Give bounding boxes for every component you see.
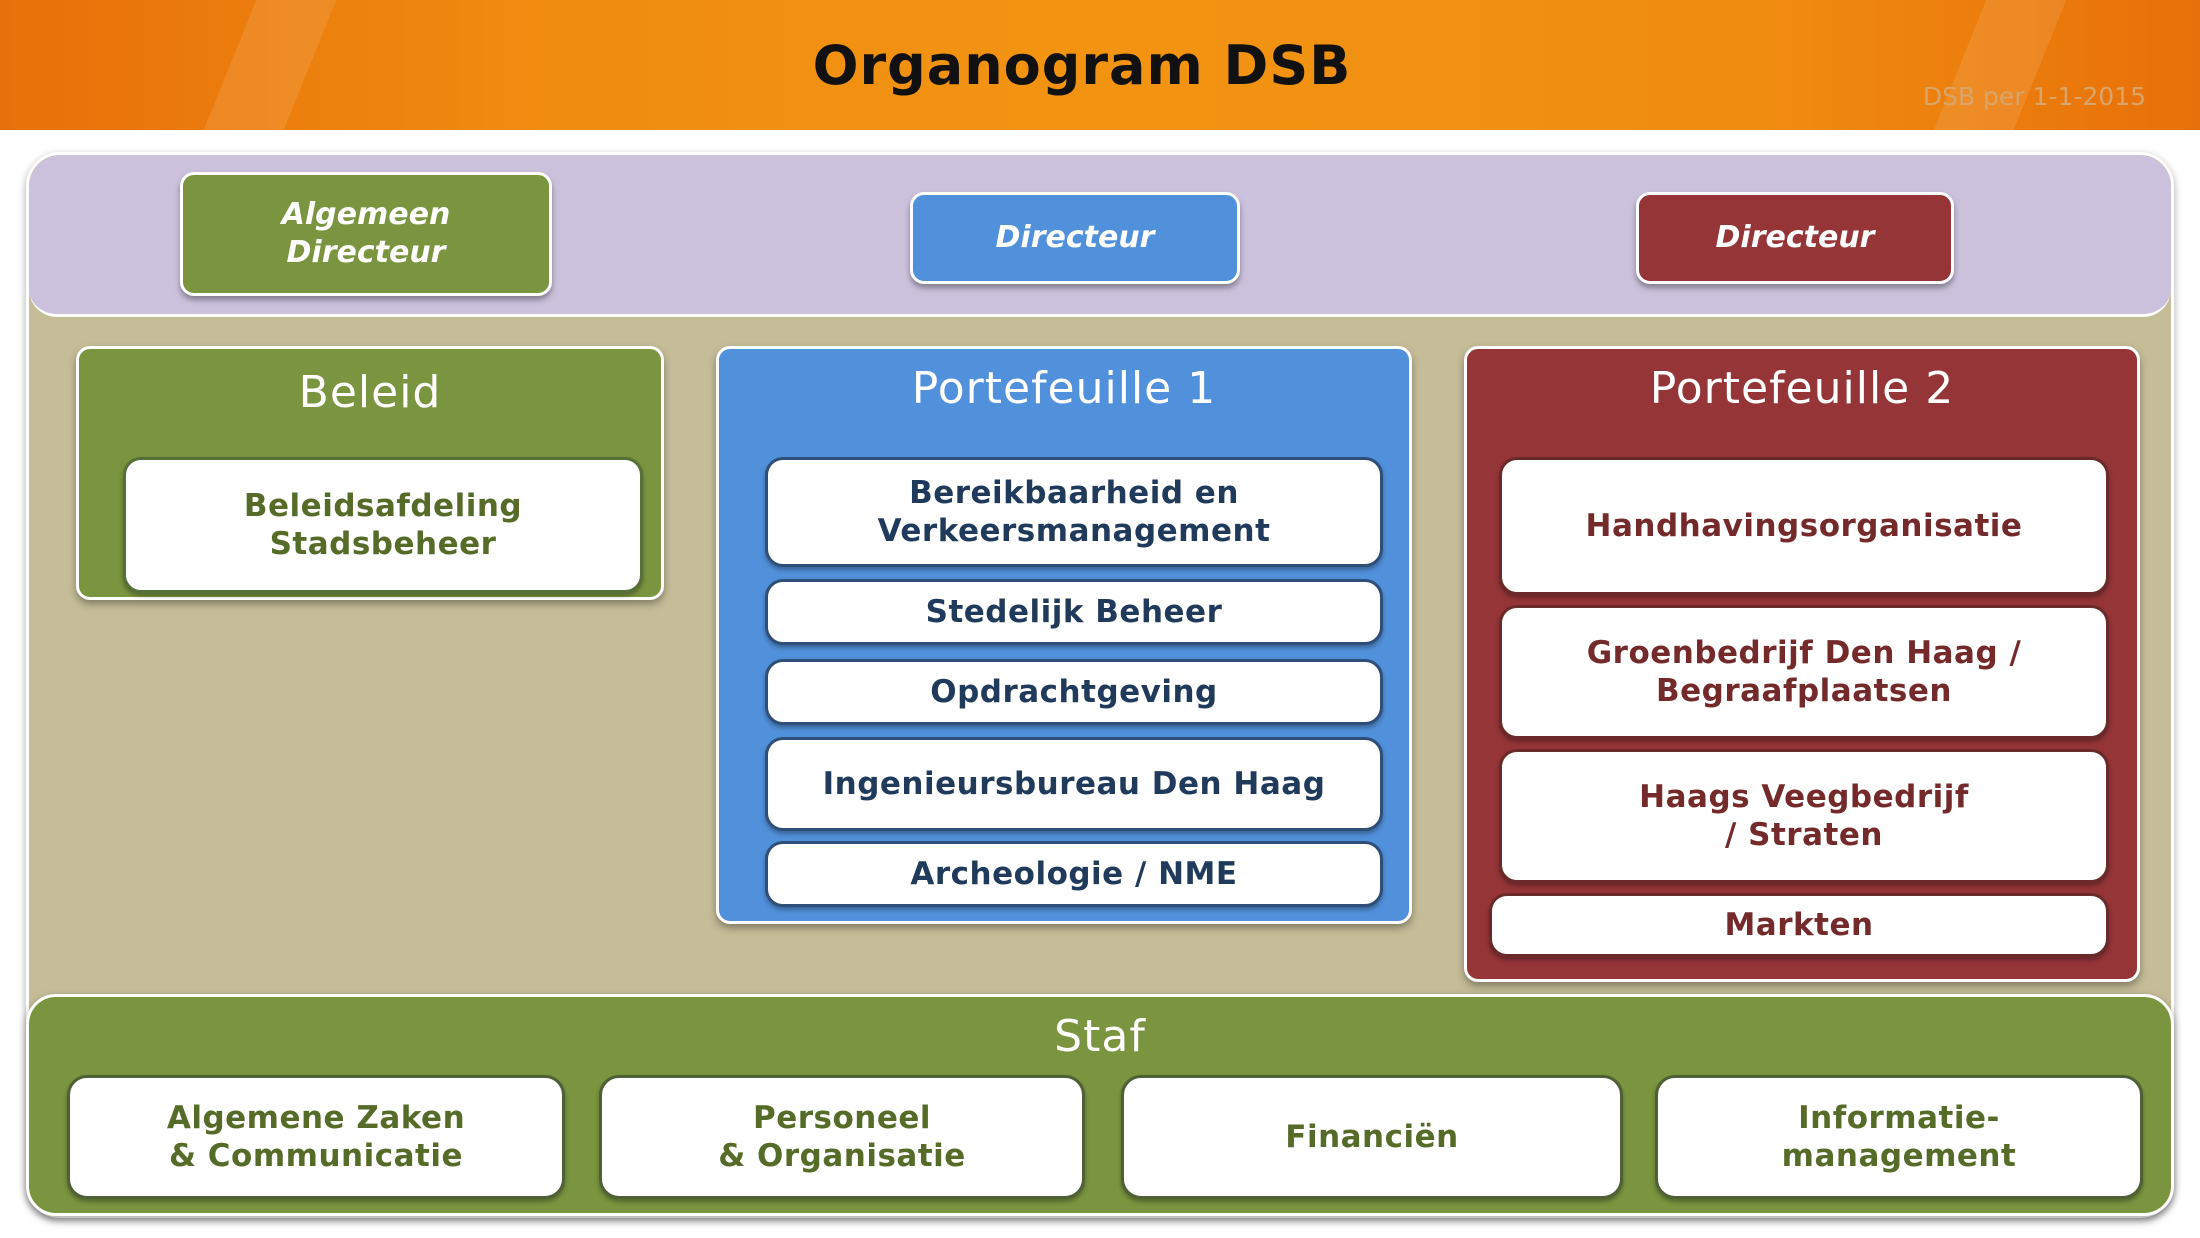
group-portefeuille-2-title: Portefeuille 2	[1649, 363, 1955, 414]
group-beleid: Beleid Beleidsafdeling Stadsbeheer	[76, 346, 664, 600]
date-note: DSB per 1-1-2015	[1922, 82, 2146, 111]
director-portefeuille-2: Directeur	[1636, 192, 1954, 284]
group-portefeuille-2: Portefeuille 2 Handhavingsorganisatie Gr…	[1464, 346, 2140, 982]
unit-groenbedrijf: Groenbedrijf Den Haag / Begraafplaatsen	[1499, 605, 2109, 739]
unit-financien: Financiën	[1121, 1075, 1623, 1199]
unit-algemene-zaken: Algemene Zaken & Communicatie	[67, 1075, 565, 1199]
group-staf: Staf Algemene Zaken & Communicatie Perso…	[26, 994, 2174, 1216]
unit-personeel: Personeel & Organisatie	[599, 1075, 1085, 1199]
group-portefeuille-1-title: Portefeuille 1	[911, 363, 1217, 414]
group-staf-title: Staf	[1054, 1011, 1146, 1062]
header-banner	[0, 0, 2200, 130]
unit-bereikbaarheid: Bereikbaarheid en Verkeersmanagement	[765, 457, 1383, 567]
group-portefeuille-1: Portefeuille 1 Bereikbaarheid en Verkeer…	[716, 346, 1412, 924]
unit-archeologie: Archeologie / NME	[765, 841, 1383, 907]
unit-ingenieursbureau: Ingenieursbureau Den Haag	[765, 737, 1383, 831]
unit-opdrachtgeving: Opdrachtgeving	[765, 659, 1383, 725]
director-algemeen: Algemeen Directeur	[180, 172, 552, 296]
unit-beleidsafdeling: Beleidsafdeling Stadsbeheer	[123, 457, 643, 593]
page-title: Organogram DSB	[812, 34, 1352, 97]
unit-stedelijk-beheer: Stedelijk Beheer	[765, 579, 1383, 645]
unit-haags-veegbedrijf: Haags Veegbedrijf / Straten	[1499, 749, 2109, 883]
unit-markten: Markten	[1489, 893, 2109, 957]
group-beleid-title: Beleid	[298, 367, 442, 418]
director-portefeuille-1: Directeur	[910, 192, 1240, 284]
unit-handhavingsorganisatie: Handhavingsorganisatie	[1499, 457, 2109, 595]
unit-informatiemanagement: Informatie- management	[1655, 1075, 2143, 1199]
